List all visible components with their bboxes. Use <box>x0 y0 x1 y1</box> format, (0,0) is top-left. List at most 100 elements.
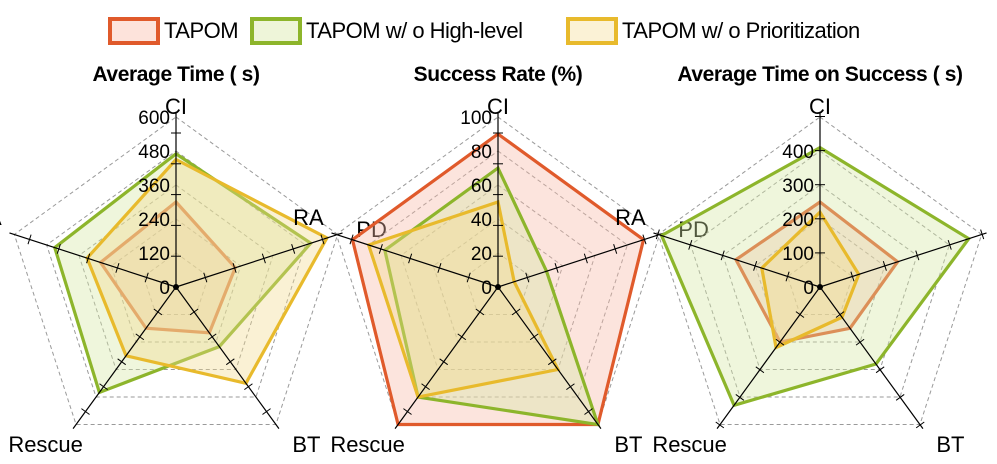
axis-tick <box>262 408 271 415</box>
axis-tick <box>511 308 521 316</box>
axis-tick <box>835 311 845 318</box>
axis-tick <box>475 308 485 316</box>
radar-chart-1: 0120240360480600CIPDBTRescueRAAverage Ti… <box>0 63 387 457</box>
axis-ra <box>653 232 821 288</box>
tick-label: 80 <box>471 142 492 163</box>
legend-label-no-high-level: TAPOM w/ o High-level <box>306 18 523 43</box>
axis-tick <box>895 394 905 401</box>
grid-ring <box>78 184 274 371</box>
axis-bt <box>175 286 280 430</box>
axis-tick <box>135 333 145 341</box>
axis-tick <box>403 408 412 415</box>
tick-label: 0 <box>481 278 492 299</box>
tick-label: 480 <box>138 142 170 163</box>
axis-tick <box>99 383 108 391</box>
axis-tick <box>225 358 235 366</box>
grid-ring <box>13 116 339 426</box>
axis-tick <box>144 272 149 283</box>
tick-label: 60 <box>471 176 492 197</box>
legend-swatch-no-high-level <box>250 17 302 45</box>
axis-label-rescue: Rescue <box>330 432 405 457</box>
legend-item-no-high-level: TAPOM w/ o High-level <box>250 16 523 46</box>
axis-tick <box>203 272 208 283</box>
series-tapom-w-o-prioritization <box>366 199 561 399</box>
axis-ra <box>331 232 499 288</box>
axis-rescue <box>72 286 177 430</box>
tick-label: 200 <box>782 210 814 231</box>
axis-tick <box>27 234 32 245</box>
axis-pd <box>497 232 665 288</box>
axis-tick <box>566 383 575 391</box>
tick-label: 360 <box>138 176 170 197</box>
legend-item-no-prioritization: TAPOM w/ o Prioritization <box>566 16 860 46</box>
axis-tick <box>86 253 91 264</box>
axis-tick <box>947 239 952 250</box>
legend-swatch-tapom <box>108 17 160 45</box>
axis-label-ci: CI <box>165 94 187 119</box>
grid-ring <box>432 218 564 343</box>
axis-tick <box>655 229 660 240</box>
grid-ring <box>110 218 242 343</box>
axis-tick <box>613 244 618 254</box>
axis-tick <box>56 244 61 254</box>
axis-tick <box>855 338 865 346</box>
axis-tick <box>232 263 237 273</box>
axis-label-ci: CI <box>487 94 509 119</box>
axis-label-bt: BT <box>614 432 642 457</box>
axis-tick <box>642 234 647 245</box>
axis-tick <box>153 308 163 316</box>
axis-tick <box>753 261 758 271</box>
axis-tick <box>525 272 530 283</box>
axis-label-pd: PD <box>356 217 387 242</box>
axis-tick <box>207 333 217 341</box>
grid-ring <box>465 252 531 316</box>
axis-tick <box>117 358 127 366</box>
axis-bt <box>497 286 602 430</box>
axis-label-ra: RA <box>615 205 646 230</box>
axis-label-ra: RA <box>0 205 2 230</box>
tick-label: 0 <box>159 278 170 299</box>
axis-tick <box>688 239 693 250</box>
axis-tick <box>547 358 557 366</box>
axis-tick <box>439 358 449 366</box>
legend-swatch-no-prioritization <box>566 17 618 45</box>
axis-tick <box>244 383 253 391</box>
grid-ring <box>722 184 918 371</box>
axis-label-ra: RA <box>293 205 324 230</box>
series-tapom-w-o-high-level <box>659 145 972 408</box>
radar-chart-3: 0100200300400CIPDBTRescueRAAverage Time … <box>615 63 987 457</box>
axis-tick <box>850 271 855 282</box>
axis-tick <box>785 271 790 282</box>
grid-ring <box>143 252 209 316</box>
chart-title: Average Time on Success ( s) <box>677 63 962 86</box>
grid-ring <box>46 150 306 398</box>
tick-label: 20 <box>471 244 492 265</box>
axis-tick <box>349 234 354 245</box>
chart-title: Average Time ( s) <box>92 63 259 86</box>
axis-tick <box>583 253 588 264</box>
axis-tick <box>291 244 296 254</box>
axis-bt <box>819 286 924 430</box>
legend-item-tapom: TAPOM <box>108 16 239 46</box>
axis-tick <box>421 383 430 391</box>
grid-ring <box>400 184 596 371</box>
series-tapom <box>98 199 238 335</box>
axis-tick <box>584 408 593 415</box>
axis-tick <box>466 272 471 283</box>
axis-tick <box>980 229 985 240</box>
tick-label: 240 <box>138 210 170 231</box>
axis-tick <box>875 366 885 374</box>
axis-label-ci: CI <box>809 94 831 119</box>
tick-label: 400 <box>782 142 814 163</box>
axis-tick <box>715 421 725 429</box>
legend-label-no-prioritization: TAPOM w/ o Prioritization <box>622 18 860 43</box>
legend-label-tapom: TAPOM <box>164 18 239 43</box>
tick-label: 300 <box>782 176 814 197</box>
tick-label: 100 <box>460 108 492 129</box>
series-tapom <box>733 200 900 344</box>
axis-label-pd: PD <box>678 217 709 242</box>
axis-tick <box>457 333 467 341</box>
axis-pd <box>819 232 987 288</box>
